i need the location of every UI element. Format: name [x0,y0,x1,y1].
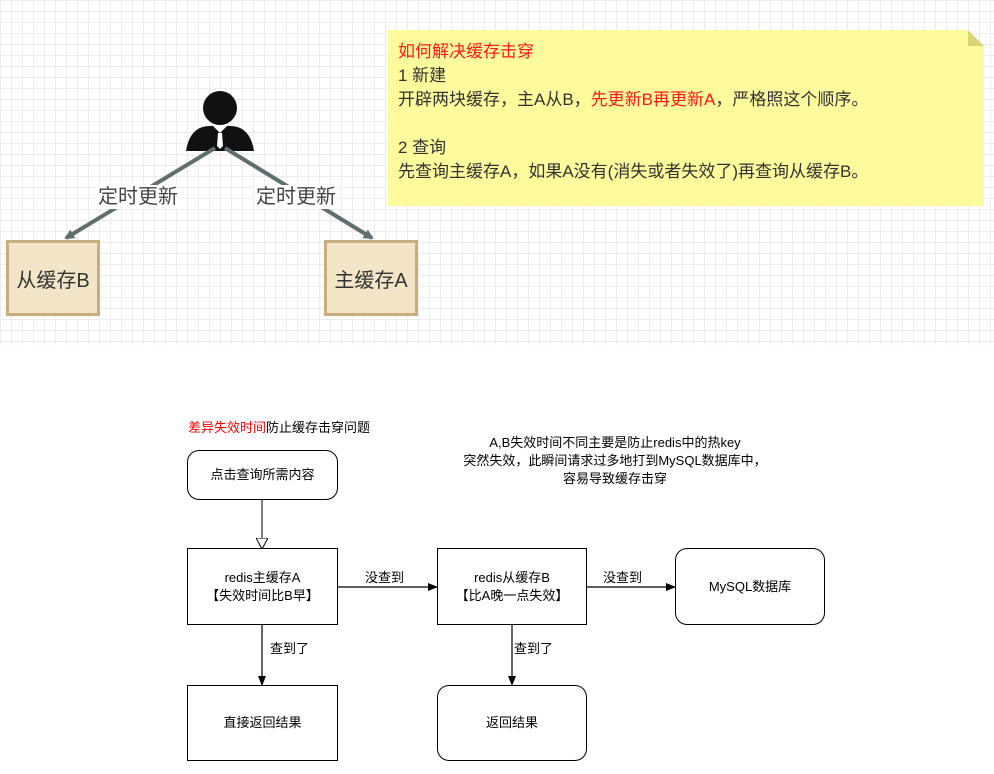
flowchart-note-line: 突然失效，此瞬间请求过多地打到MySQL数据库中， [463,453,767,468]
master-cache-a-node: 主缓存A [324,240,418,316]
flowchart-note-line: 容易导致缓存击穿 [562,471,667,486]
return-result-node: 返回结果 [437,685,587,761]
note-step1-highlight: 先更新B再更新A [590,90,716,109]
note-step1-heading: 1 新建 [398,66,447,85]
mysql-node: MySQL数据库 [675,548,825,625]
redis-slave-b-node: redis从缓存B 【比A晚一点失效】 [437,548,587,625]
slave-cache-b-node: 从缓存B [6,240,100,316]
left-edge-label: 定时更新 [96,185,180,209]
sticky-note: 如何解决缓存击穿 1 新建 开辟两块缓存，主A从B，先更新B再更新A，严格照这个… [388,30,984,206]
note-title: 如何解决缓存击穿 [398,42,534,61]
flowchart-note: A,B失效时间不同主要是防止redis中的热key 突然失效，此瞬间请求过多地打… [430,434,800,488]
miss-label-b: 没查到 [603,570,643,586]
start-query-node: 点击查询所需内容 [187,450,338,500]
note-step2-heading: 2 查询 [398,138,447,157]
note-step2-text: 先查询主缓存A，如果A没有(消失或者失效了)再查询从缓存B。 [398,162,869,181]
redis-b-subtitle: 【比A晚一点失效】 [455,587,569,603]
flowchart-note-line: A,B失效时间不同主要是防止redis中的热key [489,435,741,450]
flowchart-title: 差异失效时间防止缓存击穿问题 [188,420,371,435]
redis-a-subtitle: 【失效时间比B早】 [206,587,319,603]
hit-label-a: 查到了 [270,641,310,657]
flowchart-title-highlight: 差异失效时间 [188,420,267,435]
redis-b-title: redis从缓存B [474,569,550,585]
redis-a-title: redis主缓存A [224,569,301,585]
hit-label-b: 查到了 [514,641,554,657]
user-icon [186,91,254,151]
direct-result-node: 直接返回结果 [187,685,338,761]
note-step1-text: 开辟两块缓存，主A从B，先更新B再更新A，严格照这个顺序。 [398,90,869,109]
redis-master-a-node: redis主缓存A 【失效时间比B早】 [187,548,338,625]
right-edge-label: 定时更新 [254,185,338,209]
miss-label-a: 没查到 [365,570,405,586]
